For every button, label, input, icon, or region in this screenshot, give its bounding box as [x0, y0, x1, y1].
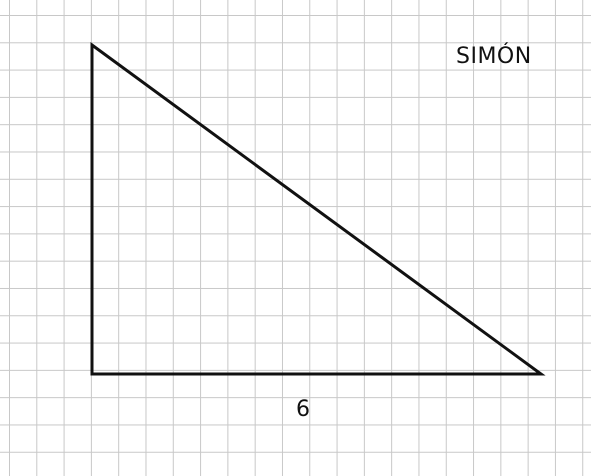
base-length-label: 6: [296, 397, 310, 422]
student-name-label: SIMÓN: [456, 44, 532, 69]
right-triangle: [90, 42, 546, 376]
